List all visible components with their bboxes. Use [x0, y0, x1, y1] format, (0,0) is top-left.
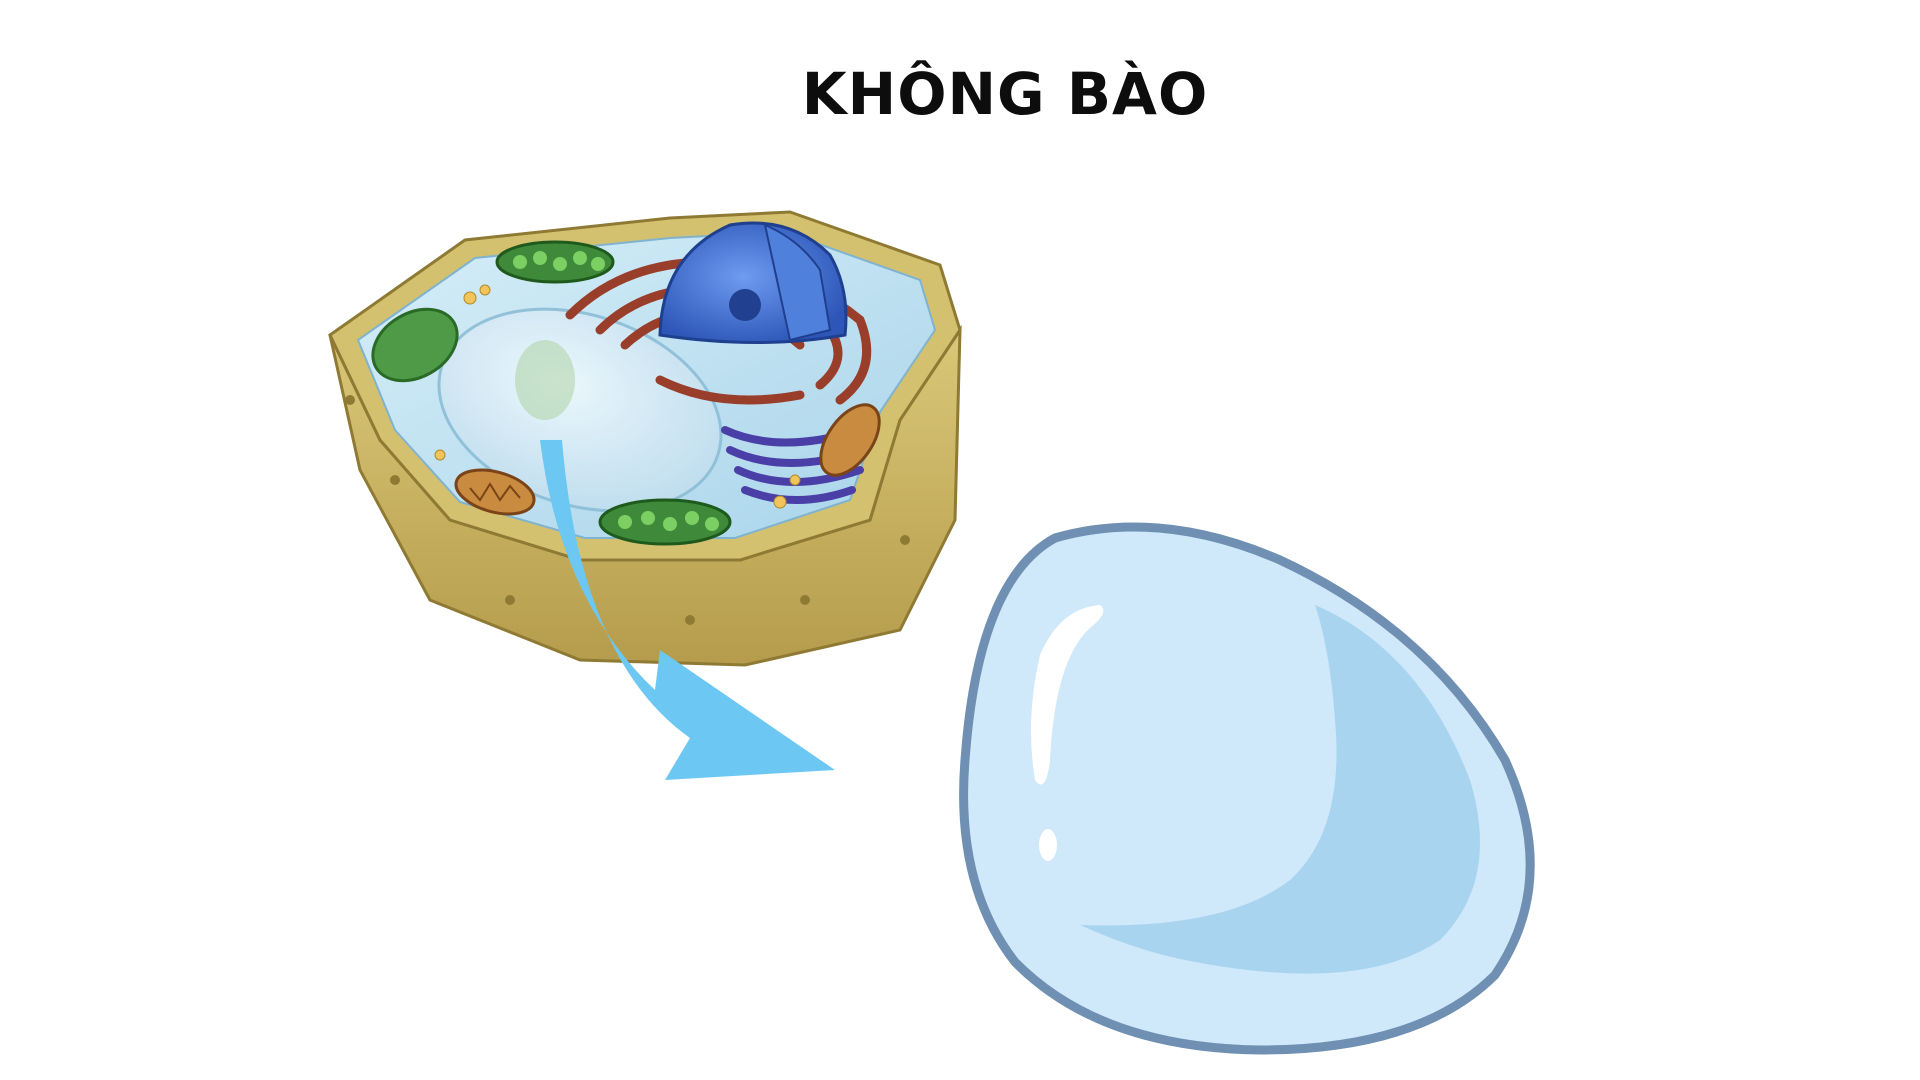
chloroplast [371, 307, 459, 383]
slide-title: KHÔNG BÀO [801, 60, 1209, 128]
chloroplast [598, 498, 732, 546]
vacuole [959, 522, 1535, 1055]
chloroplast [495, 240, 615, 284]
plant-cell-cutaway [328, 210, 962, 667]
mitochondrion [454, 468, 536, 516]
curved-arrow [540, 440, 835, 780]
mitochondrion [819, 403, 881, 477]
